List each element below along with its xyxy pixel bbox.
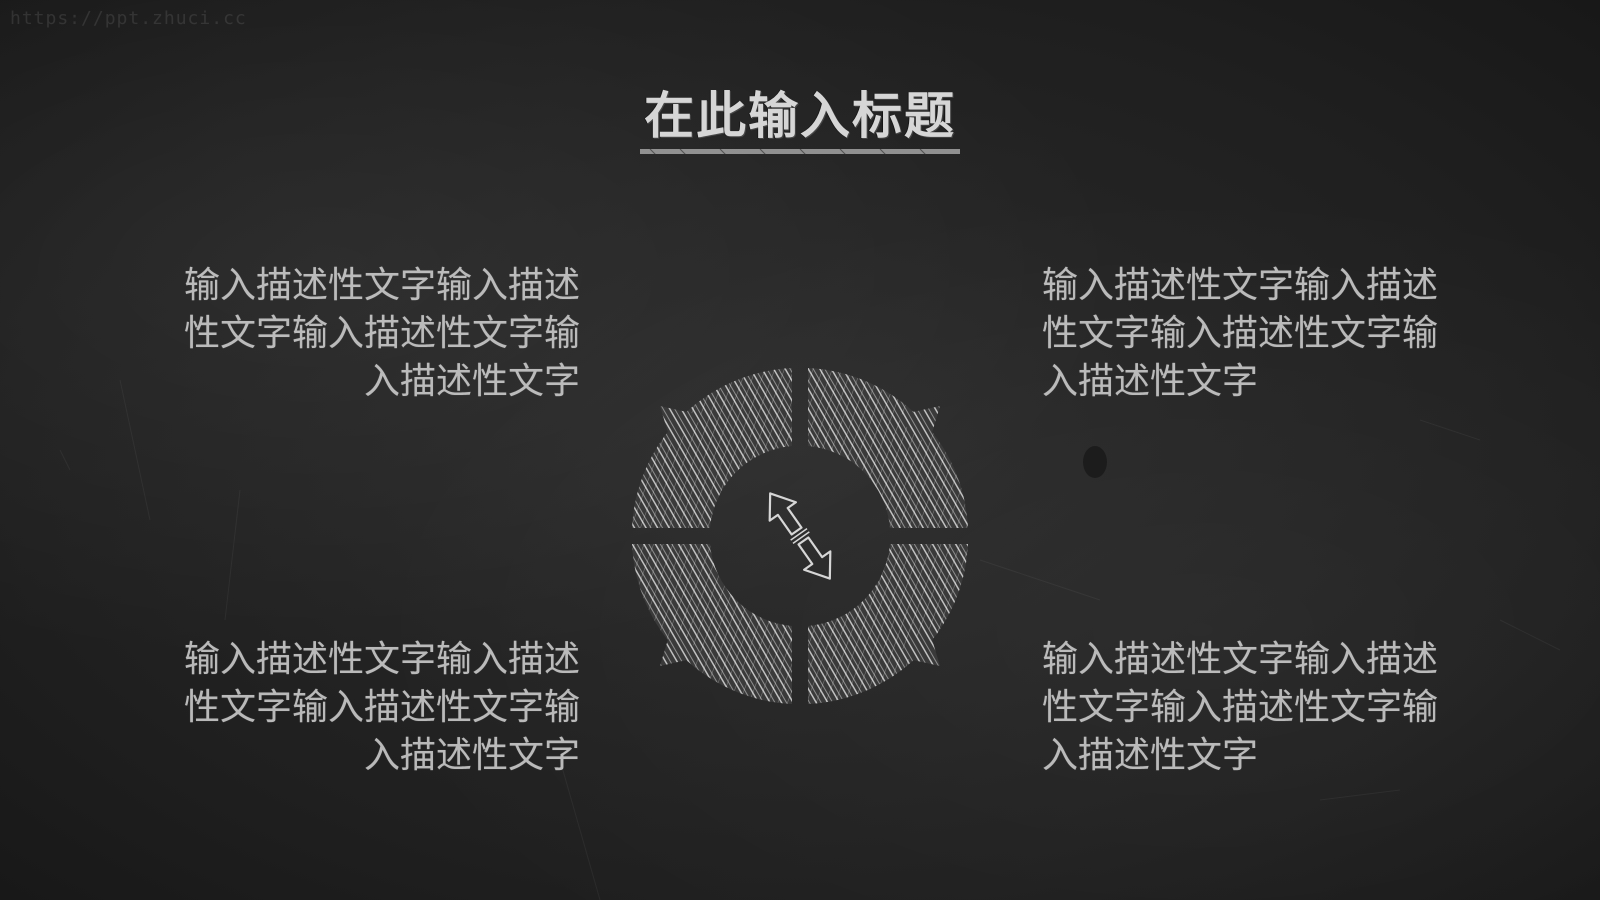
cycle-segment-top-left [632,368,792,528]
description-top-right: 输入描述性文字输入描述性文字输入描述性文字输入描述性文字 [1042,265,1439,402]
slide-title: 在此输入标题 [644,87,956,145]
description-bottom-right: 输入描述性文字输入描述性文字输入描述性文字输入描述性文字 [1042,639,1439,776]
bidirectional-arrow-icon [768,492,832,580]
description-bottom-left: 输入描述性文字输入描述性文字输入描述性文字输入描述性文字 [183,639,580,776]
cycle-segment-bottom-left [632,544,792,704]
cycle-segment-top-right [808,368,968,528]
watermark-url: https://ppt.zhuci.cc [10,8,247,29]
cycle-segment-bottom-right [808,544,968,704]
description-top-left: 输入描述性文字输入描述性文字输入描述性文字输入描述性文字 [183,265,580,402]
cycle-diagram [632,368,968,704]
title-underline [640,148,960,156]
